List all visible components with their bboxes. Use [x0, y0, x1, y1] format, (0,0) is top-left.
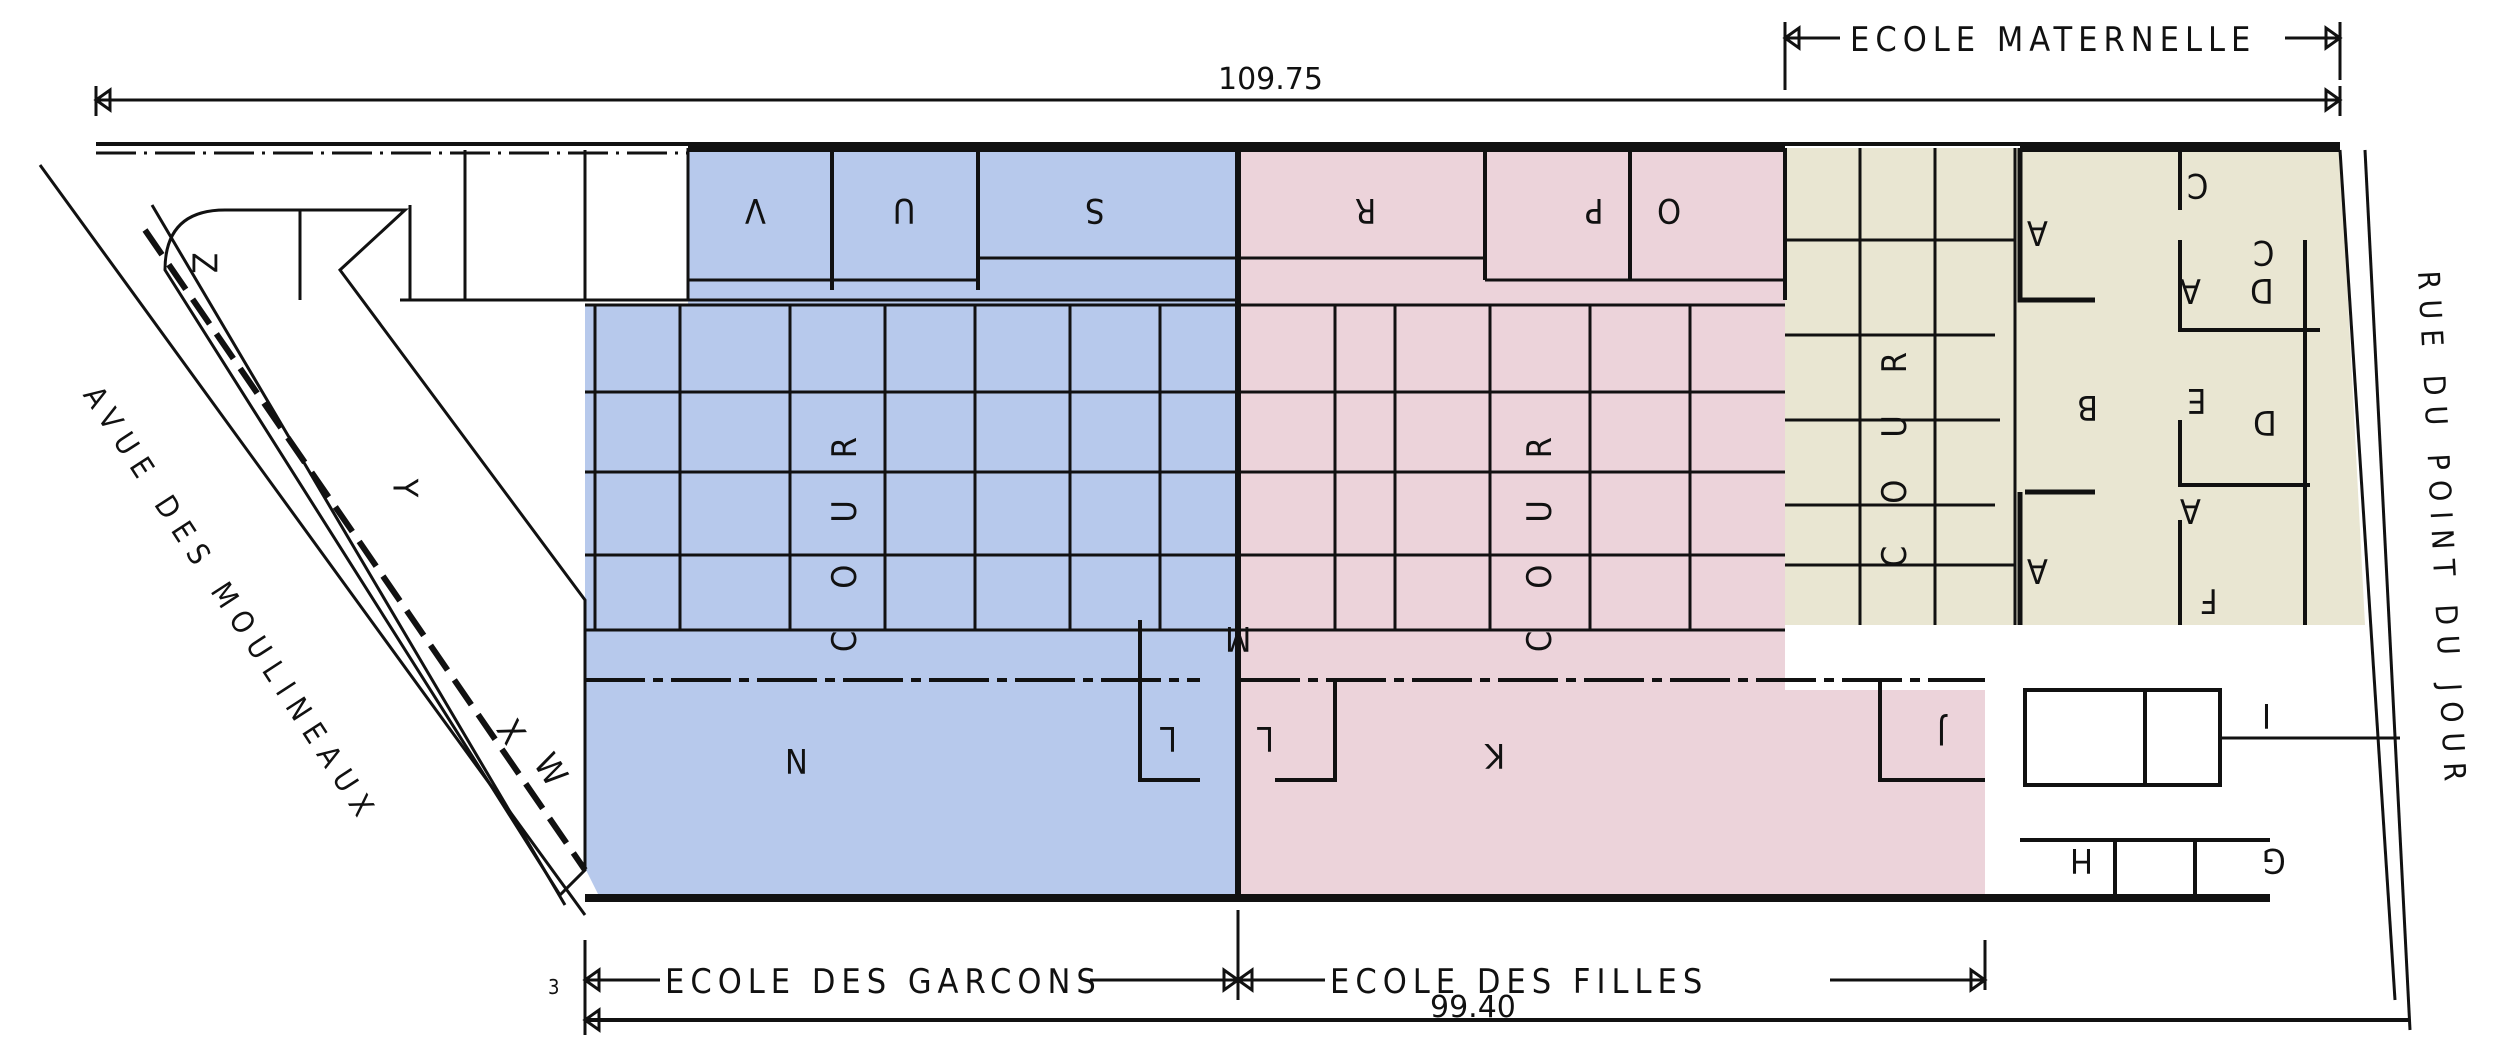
room-label-c2: C: [2253, 232, 2275, 272]
section-title-maternelle: ECOLE MATERNELLE: [1850, 20, 2257, 60]
linework: [38, 22, 2412, 1035]
room-label-y: Y: [384, 478, 425, 498]
room-label-g: G: [2262, 840, 2286, 880]
room-label-p: P: [1585, 190, 1604, 230]
room-label-z: Z: [183, 252, 224, 274]
corner-mark: 3: [548, 975, 560, 999]
courtyard-label-boys: COUR: [825, 395, 865, 653]
room-label-a1: A: [2027, 212, 2048, 252]
room-label-a3: A: [2180, 490, 2201, 530]
room-label-v: V: [745, 190, 766, 230]
room-label-a2: A: [2180, 270, 2201, 310]
section-title-filles: ECOLE DES FILLES: [1330, 962, 1709, 1002]
room-label-u: U: [893, 190, 916, 230]
room-label-e: E: [2187, 380, 2207, 420]
room-label-h: H: [2070, 840, 2094, 880]
room-label-j: J: [1937, 712, 1947, 752]
room-label-f: F: [2200, 580, 2218, 620]
room-label-n: N: [785, 740, 808, 780]
room-label-r: R: [1355, 190, 1377, 230]
courtyard-label-girls: COUR: [1520, 395, 1560, 653]
bottom-total-dimension: 99.40: [1430, 990, 1516, 1025]
room-label-a4: A: [2027, 550, 2048, 590]
maternelle-zone: [1785, 148, 2365, 625]
room-label-l-girls: L: [1257, 718, 1275, 758]
girls-school-zone: [1238, 148, 1985, 898]
room-label-l-boys: L: [1160, 718, 1178, 758]
courtyard-label-maternelle: COUR: [1875, 310, 1915, 568]
room-label-c1: C: [2187, 165, 2209, 205]
room-label-i: I: [2262, 695, 2272, 735]
top-total-dimension: 109.75: [1218, 62, 1323, 97]
boys-school-zone: [585, 148, 1238, 898]
room-label-d1: D: [2250, 270, 2274, 310]
room-label-s: S: [1085, 190, 1105, 230]
room-label-d2: D: [2253, 402, 2277, 442]
section-title-garcons: ECOLE DES GARCONS: [665, 962, 1102, 1002]
room-label-m: M: [1225, 618, 1252, 658]
room-label-o: O: [1657, 190, 1682, 230]
room-label-b: B: [2077, 387, 2098, 427]
room-label-k: K: [1485, 735, 1506, 775]
